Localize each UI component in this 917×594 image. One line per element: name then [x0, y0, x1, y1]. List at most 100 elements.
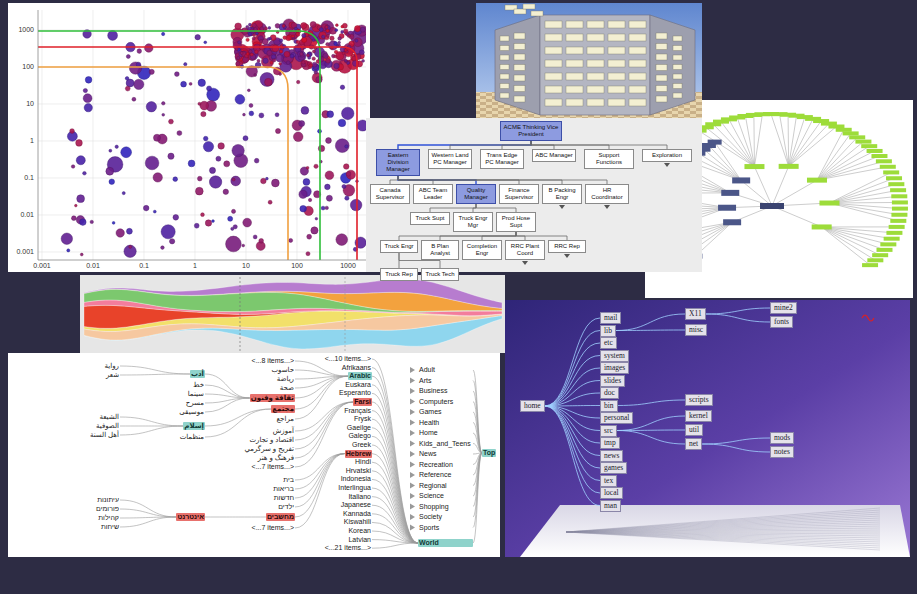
collapse-marker — [410, 514, 415, 520]
data-bubble — [307, 234, 312, 239]
data-bubble — [345, 59, 348, 62]
node-text: Truck Supt — [412, 215, 448, 222]
wall-card — [587, 34, 604, 41]
tree-branch — [703, 149, 741, 180]
data-bubble — [149, 69, 154, 74]
wall-card — [545, 34, 562, 41]
tree-label: Afrikaans — [341, 364, 372, 372]
file-card: mail — [600, 312, 621, 324]
data-bubble — [146, 102, 156, 112]
file-card: images — [600, 362, 629, 374]
data-bubble — [228, 216, 233, 221]
tree-link — [205, 398, 250, 412]
tree-branch — [789, 117, 805, 166]
data-bubble — [312, 50, 315, 53]
collapse-marker — [410, 493, 415, 499]
data-bubble — [350, 199, 362, 211]
tree-link — [702, 444, 770, 452]
node-text: Truck Engr — [382, 243, 416, 250]
data-bubble — [260, 27, 264, 31]
node-text: Indonesia — [341, 475, 371, 483]
data-bubble — [276, 54, 284, 62]
file-card: tex — [600, 475, 617, 487]
tree-link — [372, 462, 418, 543]
data-bubble — [242, 244, 245, 247]
axis-tick: 0.01 — [20, 211, 34, 219]
wall-card — [514, 75, 525, 81]
file-card: util — [685, 424, 703, 436]
data-bubble — [301, 22, 307, 28]
data-bubble — [162, 113, 165, 116]
tree-link — [616, 330, 685, 332]
node-text: سينما — [188, 390, 204, 398]
data-bubble — [67, 249, 70, 252]
tree-branch — [829, 203, 899, 215]
red-mark — [862, 315, 874, 321]
data-bubble — [312, 57, 315, 60]
axis-tick: 1 — [30, 137, 34, 145]
tree-link — [372, 488, 418, 543]
tree-label: الشيعة — [98, 413, 120, 421]
tree-link — [295, 454, 345, 507]
org-box: Completion Engr — [462, 240, 502, 260]
tree-label: <...10 items...> — [324, 355, 372, 363]
tree-branch — [829, 203, 898, 221]
tree-label: Shopping — [418, 503, 473, 511]
data-bubble — [279, 62, 282, 65]
tree-label: رياضة — [276, 375, 295, 383]
node-text: שיחות — [101, 523, 119, 531]
data-bubble — [326, 42, 330, 46]
wall-card — [608, 73, 625, 80]
data-bubble — [338, 119, 346, 127]
tree-leaf — [744, 164, 764, 169]
file-card: scripts — [685, 394, 713, 406]
org-box: Trans Edge PC Manager — [480, 149, 524, 169]
chart-panel — [8, 353, 500, 557]
wall-card — [587, 73, 604, 80]
node-text: الشيعة — [99, 413, 119, 421]
data-bubble — [269, 37, 272, 40]
node-text: Eastern Division Manager — [378, 152, 418, 173]
data-bubble — [330, 36, 334, 40]
wall-card — [514, 96, 525, 102]
node-text: <...21 items...> — [325, 544, 371, 552]
time-marker — [240, 277, 241, 351]
tree-label: ثقافة وفنون — [250, 394, 295, 402]
tree-label: News — [418, 450, 473, 458]
data-bubble — [112, 222, 115, 225]
node-text: Greek — [352, 441, 371, 449]
data-bubble — [344, 49, 347, 52]
tree-link — [295, 402, 353, 431]
tree-link — [545, 406, 600, 493]
data-bubble — [243, 136, 248, 141]
tree-label: Frysk — [353, 415, 372, 423]
collapse-marker — [410, 378, 415, 384]
wall-card — [673, 93, 682, 98]
node-text: إسلام — [184, 422, 204, 430]
data-bubble — [302, 37, 307, 42]
wall-card — [656, 86, 667, 92]
data-bubble — [355, 39, 358, 42]
data-bubble — [247, 89, 250, 92]
data-bubble — [205, 220, 211, 226]
data-bubble — [224, 161, 230, 167]
tree-link — [372, 376, 418, 543]
node-text: פורומים — [96, 505, 119, 513]
data-bubble — [279, 50, 282, 53]
tree-branch — [817, 156, 879, 180]
node-text: Français — [344, 407, 371, 415]
collapse-marker — [604, 205, 610, 209]
tree-link — [372, 454, 418, 543]
file-card: net — [685, 438, 702, 450]
data-bubble — [306, 166, 309, 169]
file-card: kernel — [685, 410, 712, 422]
data-bubble — [108, 31, 118, 41]
tree-branch — [754, 114, 762, 166]
node-text: mods — [774, 434, 790, 442]
data-bubble — [232, 144, 244, 156]
data-bubble — [326, 58, 331, 63]
data-bubble — [249, 50, 253, 54]
tree-label: Science — [418, 492, 473, 500]
chart-panel — [366, 118, 702, 272]
node-text: Truck Tech — [423, 271, 457, 278]
